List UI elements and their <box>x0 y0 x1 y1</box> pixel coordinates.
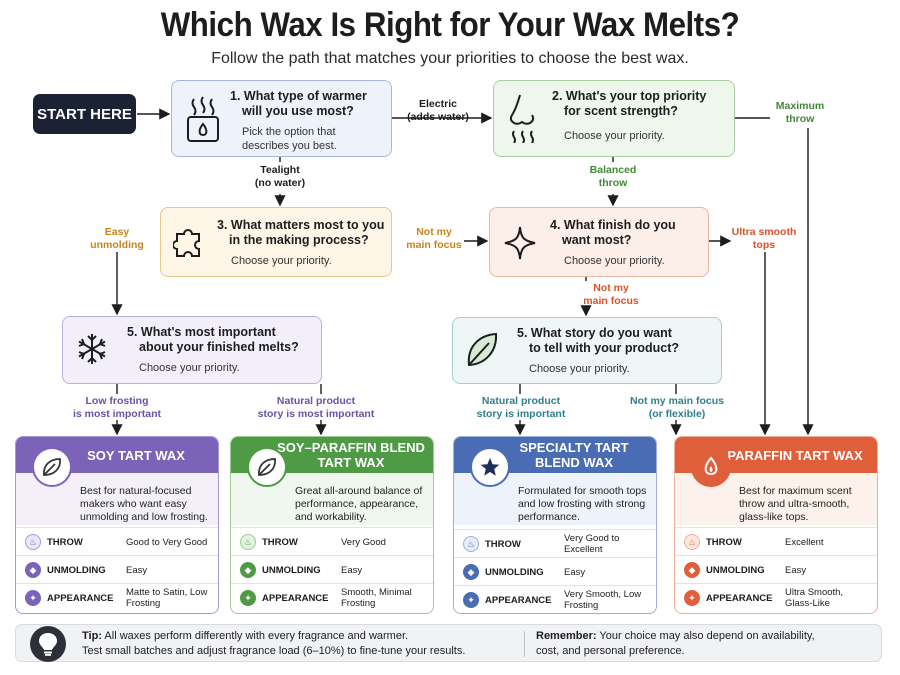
leaf-icon <box>32 447 72 487</box>
flame-icon <box>691 447 731 487</box>
card-description: Great all-around balance of performance,… <box>295 485 423 523</box>
leaf-icon <box>467 332 498 367</box>
path-label-tealight: Tealight(no water) <box>254 164 306 189</box>
question-2-subtitle: Choose your priority. <box>564 130 665 142</box>
card-description: Best for maximum scent throw and ultra-s… <box>739 485 852 523</box>
warmer-icon <box>187 96 219 142</box>
card-description: Best for natural-focused makers who want… <box>80 485 208 523</box>
path-label-electric: Electric(adds water) <box>407 98 469 123</box>
sparkle-icon: ✦ <box>463 592 479 608</box>
result-card-paraffin: PARAFFIN TART WAX Best for maximum scent… <box>674 436 878 614</box>
question-4-subtitle: Choose your priority. <box>564 255 665 267</box>
cube-icon: ◆ <box>240 562 256 578</box>
sparkle-icon: ✦ <box>25 590 41 606</box>
puzzle-icon <box>173 229 200 257</box>
question-3-subtitle: Choose your priority. <box>231 255 332 267</box>
remember-text: Remember: Your choice may also depend on… <box>536 630 815 657</box>
page-subtitle: Follow the path that matches your priori… <box>211 50 689 67</box>
flame-icon: ♨ <box>463 536 479 552</box>
leaf-icon <box>247 447 287 487</box>
cube-icon: ◆ <box>463 564 479 580</box>
tip-divider <box>524 631 525 657</box>
card-title: PARAFFIN TART WAX <box>727 447 863 463</box>
flame-icon: ♨ <box>25 534 41 550</box>
flame-icon: ♨ <box>684 534 700 550</box>
question-5a-subtitle: Choose your priority. <box>139 362 240 374</box>
page-title: Which Wax Is Right for Your Wax Melts? <box>160 6 740 44</box>
sparkle-icon: ✦ <box>240 590 256 606</box>
cube-icon: ◆ <box>25 562 41 578</box>
card-title: SOY TART WAX <box>87 447 185 463</box>
cube-icon: ◆ <box>684 562 700 578</box>
question-5b-subtitle: Choose your priority. <box>529 363 630 375</box>
star-icon <box>470 447 510 487</box>
start-here-badge: START HERE <box>33 94 136 134</box>
lightbulb-icon <box>30 626 66 662</box>
sparkle-icon <box>504 226 536 260</box>
result-card-soy: SOY TART WAX Best for natural-focused ma… <box>15 436 219 614</box>
flame-icon: ♨ <box>240 534 256 550</box>
sparkle-icon: ✦ <box>684 590 700 606</box>
path-label-not-main-focus-3: Not my main focus(or flexible) <box>630 395 724 420</box>
card-description: Formulated for smooth tops and low frost… <box>518 485 647 523</box>
tip-text: Tip: All waxes perform differently with … <box>82 630 466 657</box>
tip-bar: Tip: All waxes perform differently with … <box>15 624 882 662</box>
nose-icon <box>509 94 535 143</box>
snowflake-icon <box>78 334 106 364</box>
